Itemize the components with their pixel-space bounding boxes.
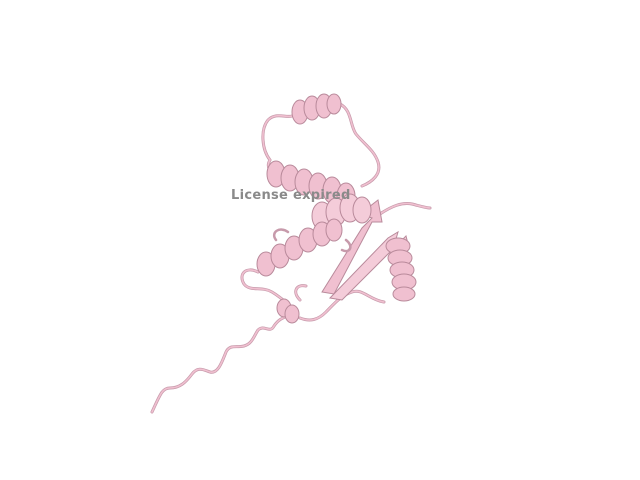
short-helix-bottom bbox=[276, 298, 300, 324]
alpha-helix-lower bbox=[256, 218, 343, 277]
alpha-helix-top bbox=[291, 93, 342, 125]
beta-strand-1 bbox=[321, 199, 383, 295]
alpha-helix-right bbox=[385, 237, 417, 302]
coil-bundle-linker bbox=[272, 228, 352, 253]
